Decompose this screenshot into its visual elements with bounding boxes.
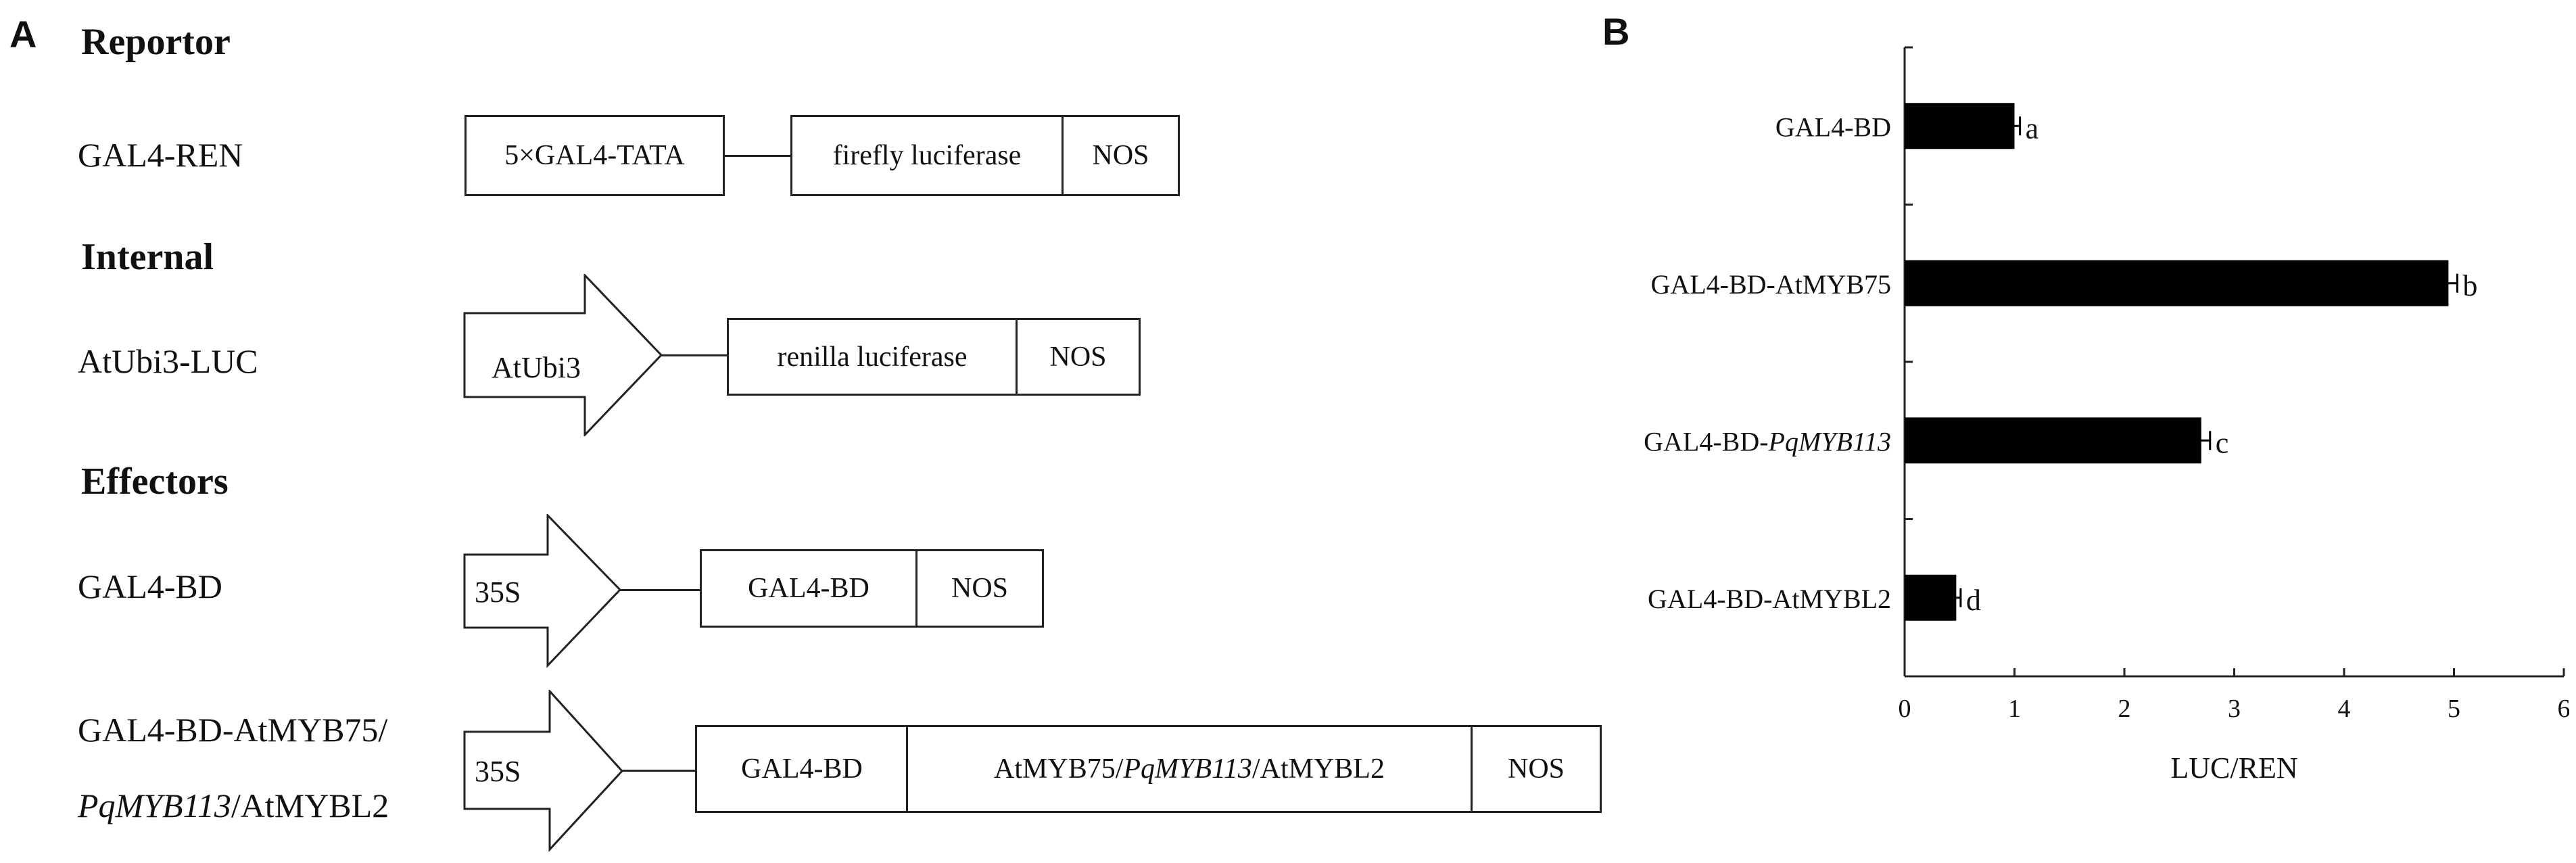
promoter-arrow-35s <box>463 514 622 668</box>
x-tick-label: 5 <box>2448 695 2460 723</box>
x-tick-label: 4 <box>2338 695 2351 723</box>
connector-line <box>725 155 790 157</box>
construct-name-italic-part: PqMYB113 <box>78 787 231 824</box>
bar <box>1905 417 2201 464</box>
terminator-nos: NOS <box>1471 725 1602 813</box>
construct-name-gal4-bd-myb-line2: PqMYB113/AtMYBL2 <box>78 786 389 825</box>
x-tick-label: 2 <box>2118 695 2131 723</box>
construct-name-atubi3-luc: AtUbi3-LUC <box>78 342 258 380</box>
promoter-label-atubi3: AtUbi3 <box>492 351 581 384</box>
gene-part-1: AtMYB75/ <box>994 753 1124 785</box>
construct-name-gal4-ren: GAL4-REN <box>78 136 243 174</box>
category-label: GAL4-BD-PqMYB113 <box>1644 426 1891 457</box>
significance-label: d <box>1966 584 1981 617</box>
construct-name-gal4-bd-myb-line1: GAL4-BD-AtMYB75/ <box>78 711 388 749</box>
reporter-firefly-luciferase: firefly luciferase <box>790 115 1064 196</box>
category-label: GAL4-BD <box>1775 112 1891 142</box>
terminator-nos: NOS <box>1016 318 1141 396</box>
significance-label: b <box>2462 269 2477 302</box>
promoter-arrow-atubi3 <box>463 274 663 436</box>
category-label: GAL4-BD-AtMYB75 <box>1650 269 1891 300</box>
connector-line <box>661 354 727 356</box>
promoter-5xgal4-tata: 5×GAL4-TATA <box>464 115 725 196</box>
bar <box>1905 574 1957 621</box>
fusion-gal4-bd: GAL4-BD <box>695 725 909 813</box>
gene-part-3: /AtMYBL2 <box>1251 753 1385 785</box>
terminator-nos: NOS <box>1062 115 1180 196</box>
x-tick-label: 1 <box>2008 695 2021 723</box>
section-reportor: Reportor <box>81 21 231 63</box>
category-label: GAL4-BD-AtMYBL2 <box>1648 584 1891 614</box>
construct-name-rest-part: /AtMYBL2 <box>231 787 389 824</box>
construct-name-gal4-bd: GAL4-BD <box>78 567 222 605</box>
gene-part-2-italic: PqMYB113 <box>1123 753 1252 785</box>
section-internal: Internal <box>81 236 214 278</box>
promoter-label-35s: 35S <box>475 755 521 788</box>
reporter-renilla-luciferase: renilla luciferase <box>727 318 1018 396</box>
bar <box>1905 103 2015 149</box>
x-tick-label: 3 <box>2228 695 2241 723</box>
x-axis-label: LUC/REN <box>2170 751 2297 785</box>
significance-label: a <box>2026 112 2039 145</box>
x-tick-label: 6 <box>2558 695 2570 723</box>
bar <box>1905 260 2449 306</box>
section-effectors: Effectors <box>81 461 229 503</box>
panel-a-letter: A <box>9 13 37 55</box>
gene-insert-myb: AtMYB75/PqMYB113/AtMYBL2 <box>906 725 1473 813</box>
promoter-label-35s: 35S <box>475 576 521 609</box>
significance-label: c <box>2216 426 2229 459</box>
connector-line <box>622 770 695 772</box>
fusion-gal4-bd: GAL4-BD <box>700 549 917 628</box>
connector-line <box>620 589 700 591</box>
x-tick-label: 0 <box>1899 695 1911 723</box>
promoter-arrow-35s <box>463 690 624 852</box>
panel-b-letter: B <box>1602 10 1630 53</box>
terminator-nos: NOS <box>915 549 1044 628</box>
